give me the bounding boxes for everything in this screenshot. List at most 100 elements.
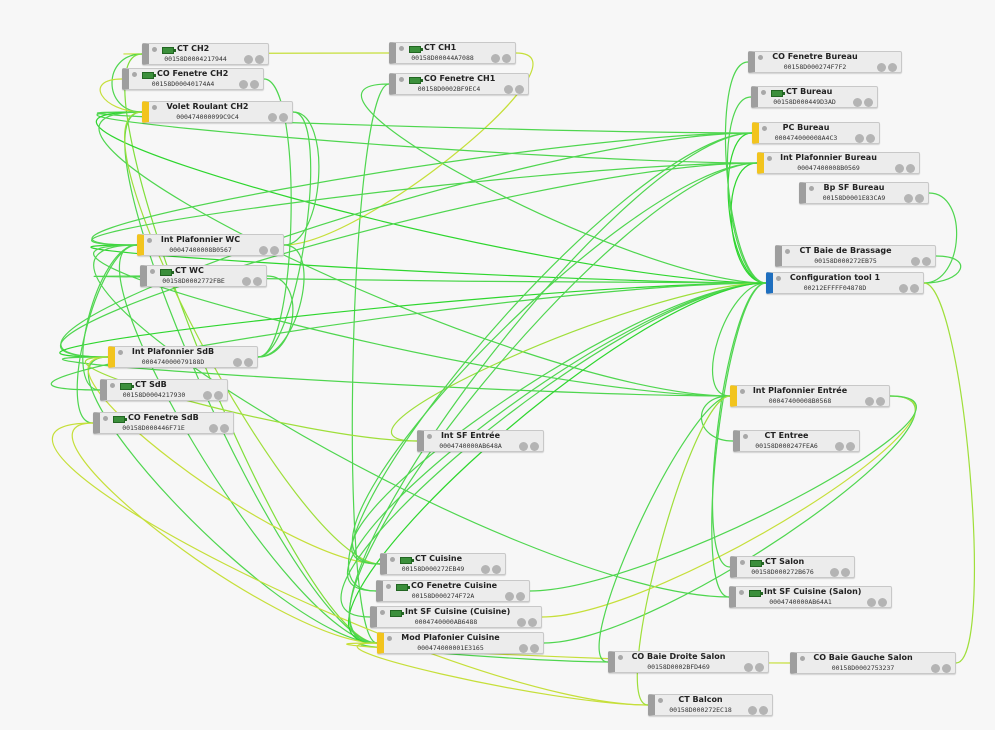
node-button-right[interactable]	[846, 442, 855, 451]
node-button-right[interactable]	[255, 55, 264, 64]
node-button-right[interactable]	[270, 246, 279, 255]
node-button-right[interactable]	[878, 598, 887, 607]
node-button-left[interactable]	[233, 358, 242, 367]
node-button-left[interactable]	[259, 246, 268, 255]
node-button-right[interactable]	[502, 54, 511, 63]
node-button-left[interactable]	[203, 391, 212, 400]
node-button-right[interactable]	[915, 194, 924, 203]
node-buttons	[503, 586, 525, 605]
node-button-left[interactable]	[911, 257, 920, 266]
node-button-left[interactable]	[899, 284, 908, 293]
node-button-left[interactable]	[853, 98, 862, 107]
link-mod-plaf-cuisine-config	[347, 282, 767, 644]
node-button-right[interactable]	[516, 592, 525, 601]
node-button-right[interactable]	[530, 442, 539, 451]
node-button-right[interactable]	[841, 568, 850, 577]
node-button-right[interactable]	[492, 565, 501, 574]
node-button-right[interactable]	[530, 644, 539, 653]
node-button-left[interactable]	[239, 80, 248, 89]
node-button-left[interactable]	[867, 598, 876, 607]
status-dot-icon	[658, 698, 663, 703]
node-buttons	[893, 158, 915, 177]
node-button-left[interactable]	[744, 663, 753, 672]
node-button-left[interactable]	[748, 706, 757, 715]
node-button-left[interactable]	[242, 277, 251, 286]
node-button-left[interactable]	[517, 618, 526, 627]
node-button-left[interactable]	[835, 442, 844, 451]
status-dot-icon	[103, 416, 108, 421]
node-button-left[interactable]	[244, 55, 253, 64]
node-button-right[interactable]	[250, 80, 259, 89]
node-button-right[interactable]	[244, 358, 253, 367]
node-button-left[interactable]	[855, 134, 864, 143]
node-buttons	[515, 612, 537, 631]
node-button-left[interactable]	[877, 63, 886, 72]
battery-icon	[400, 557, 414, 564]
node-button-left[interactable]	[519, 442, 528, 451]
node-button-left[interactable]	[830, 568, 839, 577]
node-button-right[interactable]	[888, 63, 897, 72]
node-button-right[interactable]	[942, 664, 951, 673]
node-button-right[interactable]	[876, 397, 885, 406]
node-button-right[interactable]	[759, 706, 768, 715]
node-button-right[interactable]	[220, 424, 229, 433]
node-button-left[interactable]	[895, 164, 904, 173]
node-button-left[interactable]	[268, 113, 277, 122]
node-button-right[interactable]	[755, 663, 764, 672]
node-button-left[interactable]	[931, 664, 940, 673]
link-ct-cuisine-int-plaf-bureau	[351, 162, 758, 565]
node-button-left[interactable]	[209, 424, 218, 433]
node-button-right[interactable]	[253, 277, 262, 286]
battery-icon	[160, 269, 174, 276]
node-button-right[interactable]	[214, 391, 223, 400]
node-buttons	[517, 638, 539, 657]
node-title: CT CH1	[424, 43, 457, 52]
node-button-left[interactable]	[505, 592, 514, 601]
node-button-left[interactable]	[904, 194, 913, 203]
node-button-right[interactable]	[922, 257, 931, 266]
node-button-left[interactable]	[491, 54, 500, 63]
node-int-sf-cuisine[interactable]: Int SF Cuisine (Cuisine)0004740000AB6488	[370, 606, 542, 628]
node-button-right[interactable]	[864, 98, 873, 107]
node-button-left[interactable]	[865, 397, 874, 406]
node-button-right[interactable]	[279, 113, 288, 122]
node-button-right[interactable]	[906, 164, 915, 173]
node-address: 00212EFFFF04878D	[803, 284, 867, 292]
node-button-right[interactable]	[910, 284, 919, 293]
node-button-left[interactable]	[504, 85, 513, 94]
node-button-left[interactable]	[519, 644, 528, 653]
node-int-sf-salon[interactable]: Int SF Cuisine (Salon)0004740000AB64A1	[729, 586, 892, 608]
node-button-right[interactable]	[866, 134, 875, 143]
node-button-right[interactable]	[515, 85, 524, 94]
node-button-left[interactable]	[481, 565, 490, 574]
node-button-right[interactable]	[528, 618, 537, 627]
